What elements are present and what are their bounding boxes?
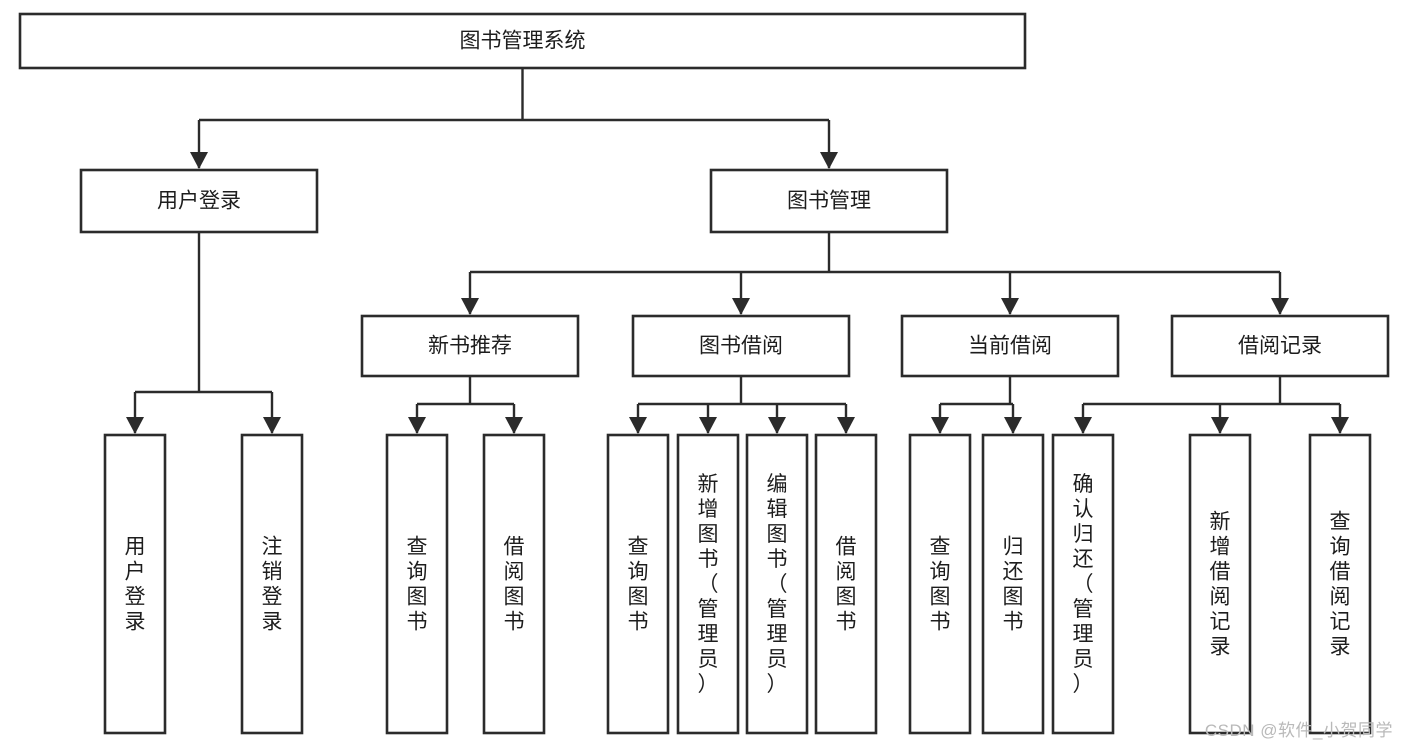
node-label: 用户登录 xyxy=(125,536,146,634)
node-label: 查询图书 xyxy=(628,536,649,634)
node-label: 编辑图书（管理员） xyxy=(767,473,788,696)
arrow-head-icon xyxy=(408,417,426,434)
arrow-head-icon xyxy=(1331,417,1349,434)
node-leaf-borrow-book-1[interactable]: 借阅图书 xyxy=(482,433,546,735)
arrow-head-icon xyxy=(768,417,786,434)
node-label: 查询图书 xyxy=(407,536,428,634)
arrow-head-icon xyxy=(699,417,717,434)
node-current-borrow[interactable]: 当前借阅 xyxy=(900,314,1120,378)
arrow-head-icon xyxy=(1271,298,1289,315)
node-borrow-record[interactable]: 借阅记录 xyxy=(1170,314,1390,378)
node-new-book-rec[interactable]: 新书推荐 xyxy=(360,314,580,378)
node-leaf-query-book-2[interactable]: 查询图书 xyxy=(606,433,670,735)
connector-group xyxy=(408,376,523,434)
node-label: 图书管理 xyxy=(787,190,871,213)
node-leaf-add-record[interactable]: 新增借阅记录 xyxy=(1188,433,1252,735)
connector-group xyxy=(1074,376,1349,434)
node-leaf-query-book-1[interactable]: 查询图书 xyxy=(385,433,449,735)
arrow-head-icon xyxy=(126,417,144,434)
node-label: 借阅记录 xyxy=(1238,335,1322,358)
arrow-head-icon xyxy=(629,417,647,434)
connector-group xyxy=(629,376,855,434)
arrow-head-icon xyxy=(1074,417,1092,434)
arrow-head-icon xyxy=(1004,417,1022,434)
arrow-head-icon xyxy=(1001,298,1019,315)
watermark-label: CSDN @软件_小贺同学 xyxy=(1204,721,1393,740)
arrow-head-icon xyxy=(190,152,208,169)
node-layer: 图书管理系统用户登录图书管理新书推荐图书借阅当前借阅借阅记录用户登录注销登录查询… xyxy=(18,12,1390,735)
node-leaf-query-record[interactable]: 查询借阅记录 xyxy=(1308,433,1372,735)
node-leaf-query-book-3[interactable]: 查询图书 xyxy=(908,433,972,735)
connector-group xyxy=(190,68,838,169)
node-label: 图书借阅 xyxy=(699,335,783,358)
node-book-manage[interactable]: 图书管理 xyxy=(709,168,949,234)
arrow-head-icon xyxy=(931,417,949,434)
connector-layer xyxy=(126,68,1349,434)
connector-group xyxy=(931,376,1022,434)
node-label: 用户登录 xyxy=(157,190,241,213)
arrow-head-icon xyxy=(263,417,281,434)
node-user-login[interactable]: 用户登录 xyxy=(79,168,319,234)
node-root[interactable]: 图书管理系统 xyxy=(18,12,1027,70)
arrow-head-icon xyxy=(837,417,855,434)
node-label: 借阅图书 xyxy=(504,536,525,634)
node-label: 新书推荐 xyxy=(428,335,512,358)
node-label: 查询图书 xyxy=(930,536,951,634)
node-leaf-confirm-return[interactable]: 确认归还（管理员） xyxy=(1051,433,1115,735)
node-leaf-user-login[interactable]: 用户登录 xyxy=(103,433,167,735)
node-label: 注销登录 xyxy=(262,536,283,634)
node-label: 当前借阅 xyxy=(968,335,1052,358)
node-leaf-return-book[interactable]: 归还图书 xyxy=(981,433,1045,735)
arrow-head-icon xyxy=(1211,417,1229,434)
arrow-head-icon xyxy=(820,152,838,169)
node-leaf-borrow-book-2[interactable]: 借阅图书 xyxy=(814,433,878,735)
node-label: 新增借阅记录 xyxy=(1210,511,1231,659)
node-label: 查询借阅记录 xyxy=(1330,511,1351,659)
connector-group xyxy=(461,232,1289,315)
node-label: 确认归还（管理员） xyxy=(1073,473,1094,696)
arrow-head-icon xyxy=(505,417,523,434)
arrow-head-icon xyxy=(461,298,479,315)
node-leaf-edit-book[interactable]: 编辑图书（管理员） xyxy=(745,433,809,735)
node-label: 图书管理系统 xyxy=(460,30,586,53)
node-leaf-user-logout[interactable]: 注销登录 xyxy=(240,433,304,735)
node-label: 归还图书 xyxy=(1003,536,1024,634)
node-book-borrow[interactable]: 图书借阅 xyxy=(631,314,851,378)
node-label: 新增图书（管理员） xyxy=(698,473,719,696)
node-label: 借阅图书 xyxy=(836,536,857,634)
connector-group xyxy=(126,232,281,434)
arrow-head-icon xyxy=(732,298,750,315)
node-leaf-add-book[interactable]: 新增图书（管理员） xyxy=(676,433,740,735)
